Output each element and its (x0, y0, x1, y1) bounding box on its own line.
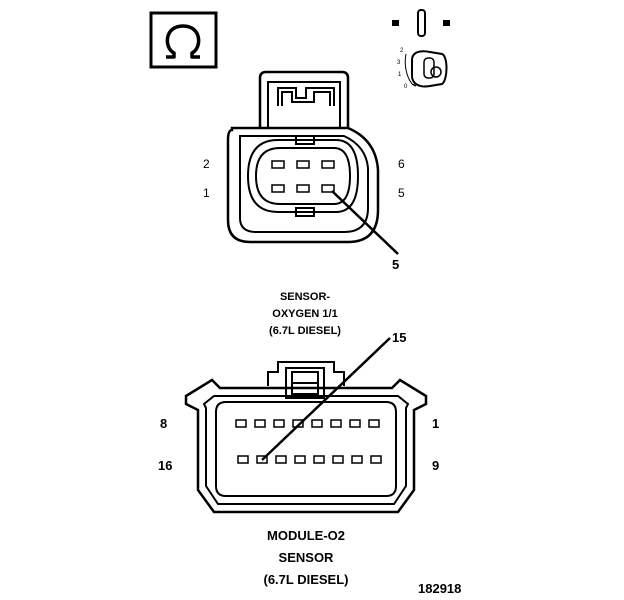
lock-position-2: 2 (400, 48, 404, 54)
module-caption-line-3: (6.7L DIESEL) (263, 572, 348, 587)
module-callout-number: 15 (392, 330, 406, 345)
module-caption-line-1: MODULE-O2 (267, 528, 345, 543)
sensor-connector (226, 70, 399, 255)
module-pin-label-bottom-right: 9 (432, 458, 439, 473)
lock-position-3: 3 (397, 60, 401, 66)
omega-symbol (149, 11, 218, 69)
sensor-callout-number: 5 (392, 257, 399, 272)
module-connector (184, 337, 428, 514)
sensor-caption-line-2: OXYGEN 1/1 (272, 308, 337, 320)
figure-number: 182918 (418, 581, 461, 596)
lock-position-0: 0 (404, 84, 408, 90)
module-caption-line-2: SENSOR (279, 550, 335, 565)
module-pin-label-top-right: 1 (432, 416, 439, 431)
sensor-caption-line-3: (6.7L DIESEL) (269, 325, 341, 337)
sensor-pin-label-top-left: 2 (203, 157, 210, 171)
sensor-caption-line-1: SENSOR- (280, 291, 330, 303)
sensor-pin-label-bottom-left: 1 (203, 186, 210, 200)
sensor-pin-label-top-right: 6 (398, 157, 405, 171)
lock-position-1: 1 (398, 72, 402, 78)
module-pin-label-top-left: 8 (160, 416, 167, 431)
sensor-pin-label-bottom-right: 5 (398, 186, 405, 200)
module-pin-label-bottom-left: 16 (158, 458, 172, 473)
lock-indicator: 2 3 1 0 (392, 9, 450, 90)
